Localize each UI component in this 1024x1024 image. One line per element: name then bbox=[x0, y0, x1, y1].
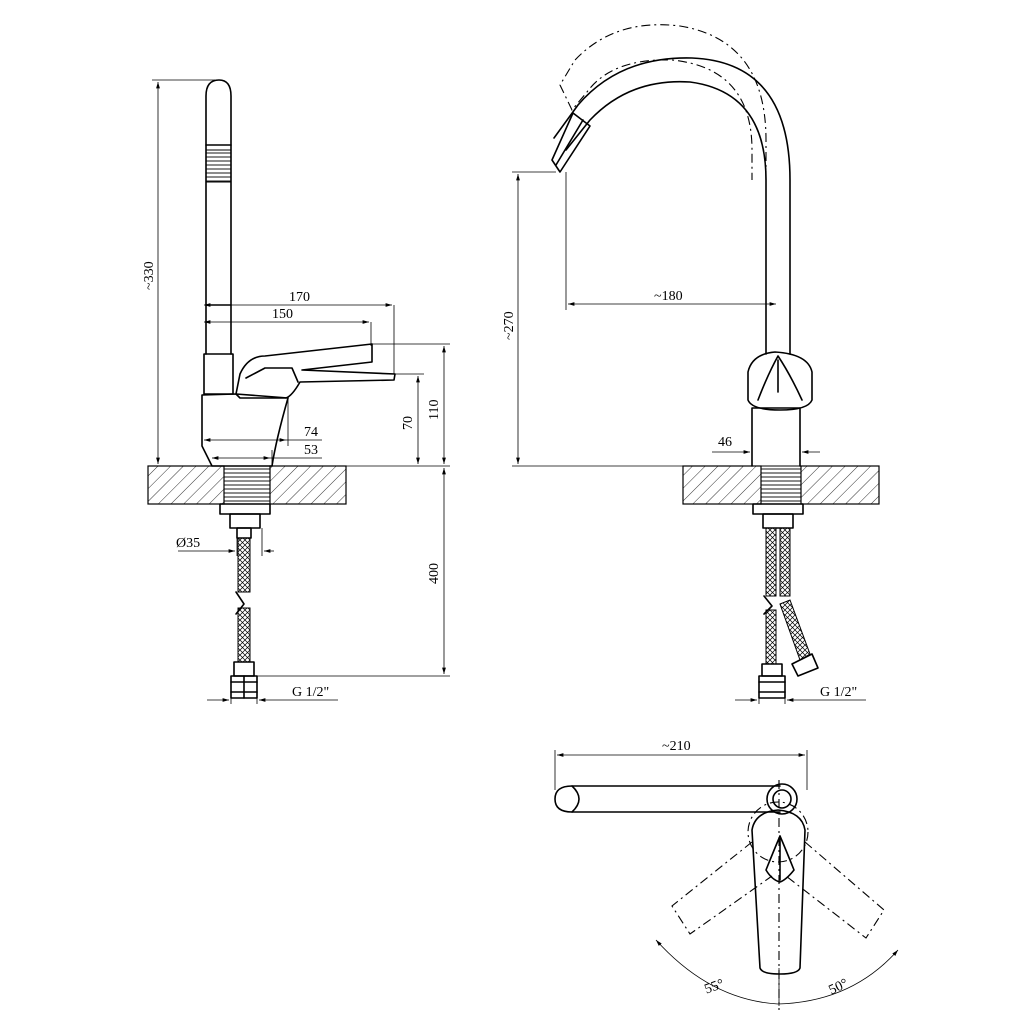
dim-lever-height-70: 70 bbox=[401, 416, 416, 430]
countertop-right bbox=[269, 465, 347, 505]
front-spout bbox=[565, 80, 767, 355]
dim-hose-400: 400 bbox=[427, 563, 442, 584]
dim-base-53: 53 bbox=[304, 443, 318, 458]
dim-body-height-110: 110 bbox=[427, 400, 442, 420]
side-view: ~330 170 150 74 53 70 110 400 bbox=[142, 79, 450, 704]
top-spout bbox=[554, 785, 781, 813]
countertop-right-right bbox=[800, 465, 880, 505]
dim-spout-length: ~210 bbox=[662, 739, 691, 754]
countertop-left bbox=[147, 465, 225, 505]
dim-height-total: ~330 bbox=[142, 261, 157, 290]
countertop-right-left bbox=[682, 465, 762, 505]
dim-shank-diameter: Ø35 bbox=[176, 536, 200, 551]
supply-hose-lower bbox=[237, 607, 251, 663]
front-handle bbox=[747, 351, 813, 411]
dim-angle-left: 55° bbox=[703, 977, 727, 998]
top-handle bbox=[751, 809, 806, 975]
spout-alt-position bbox=[559, 24, 767, 180]
supply-hose-upper bbox=[237, 537, 251, 593]
top-view: 55° 50° ~210 bbox=[554, 739, 899, 1010]
dim-thread-right: G 1/2" bbox=[820, 685, 857, 700]
dim-spout-reach: ~180 bbox=[654, 289, 683, 304]
mixer-body bbox=[201, 393, 289, 467]
lever-handle bbox=[235, 343, 396, 399]
dim-body-74: 74 bbox=[304, 425, 318, 440]
spout-nozzle bbox=[551, 112, 591, 173]
front-body bbox=[751, 407, 801, 467]
spout-tube bbox=[205, 79, 232, 355]
dim-spout-height: ~270 bbox=[502, 311, 517, 340]
spout-collar bbox=[203, 353, 234, 395]
dim-reach-150: 150 bbox=[272, 307, 293, 322]
dim-body-width: 46 bbox=[718, 435, 732, 450]
dim-reach-170: 170 bbox=[289, 290, 310, 305]
front-view: ~270 ~180 46 G 1/2" bbox=[502, 24, 880, 704]
dim-thread-left: G 1/2" bbox=[292, 685, 329, 700]
threaded-shank bbox=[223, 465, 271, 505]
